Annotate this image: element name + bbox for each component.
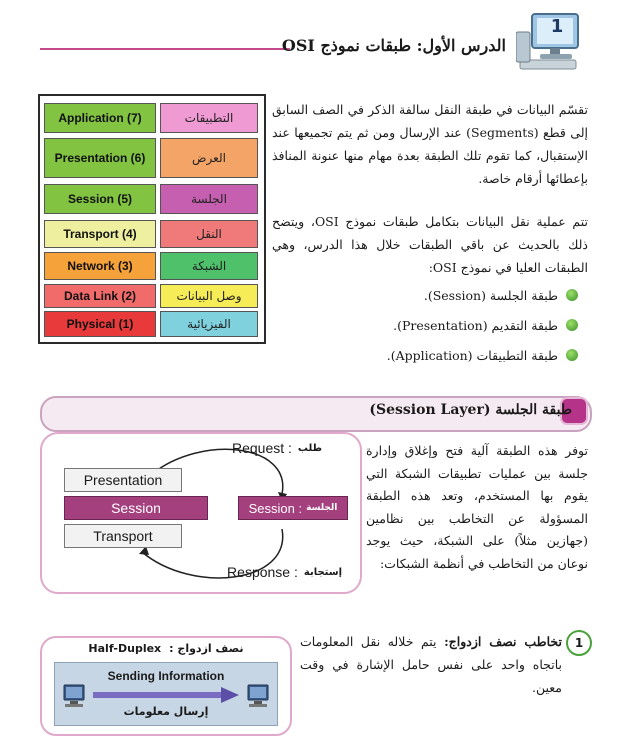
response-label: إستجابة Response :	[192, 564, 342, 580]
bullet-icon	[566, 349, 578, 361]
osi-en-label: Presentation (6)	[44, 138, 156, 178]
osi-row-datalink: Data Link (2) وصل البيانات	[44, 284, 258, 308]
sending-info-ar: إرسال معلومات	[123, 705, 209, 718]
bullet-icon	[566, 289, 578, 301]
osi-en-label: Physical (1)	[44, 311, 156, 337]
response-en: Response :	[227, 564, 298, 580]
lesson-number: 1	[550, 16, 564, 37]
request-label: طلب Request :	[172, 440, 322, 456]
half-duplex-number-badge: 1	[566, 630, 592, 656]
receiver-computer-icon	[245, 683, 271, 713]
osi-en-label: Application (7)	[44, 103, 156, 133]
half-duplex-heading: تخاطب نصف ازدواج:	[444, 634, 562, 649]
half-duplex-title: نصف ازدواج : Half-Duplex	[42, 642, 290, 655]
diagram-box-transport: Transport	[64, 524, 182, 548]
bullet-text: طبقة الجلسة (Session).	[423, 287, 558, 303]
diagram-arrows	[139, 448, 287, 579]
osi-en-label: Network (3)	[44, 252, 156, 280]
osi-ar-label: التطبيقات	[160, 103, 258, 133]
lesson-header: الدرس الأول: طبقات نموذج OSI 1	[0, 0, 628, 80]
osi-row-physical: Physical (1) الفيزيائية	[44, 311, 258, 337]
bullet-item: طبقة الجلسة (Session).	[272, 282, 578, 308]
half-duplex-title-ar: نصف ازدواج :	[169, 642, 244, 655]
diagram-box-presentation: Presentation	[64, 468, 182, 492]
session-paragraph: توفر هذه الطبقة آلية فتح وإغلاق وإدارة ج…	[366, 443, 588, 571]
session-remote-ar: الجلسة	[306, 503, 338, 513]
osi-ar-label: النقل	[160, 220, 258, 248]
request-en: Request :	[231, 440, 292, 456]
arrow-right-icon	[93, 687, 239, 707]
sending-panel: Sending Information إرسال معلومات	[54, 662, 278, 726]
section-banner	[40, 396, 592, 432]
osi-ar-label: الفيزيائية	[160, 311, 258, 337]
layers-bullet-list: طبقة الجلسة (Session). طبقة التقديم (Pre…	[272, 282, 578, 368]
response-ar: إستجابة	[303, 566, 342, 578]
section-bullet-icon	[560, 397, 588, 425]
sending-info-en: Sending Information	[107, 669, 225, 683]
half-duplex-body: يتم خلاله نقل المعلومات باتجاه واحد على …	[300, 634, 562, 695]
osi-row-application: Application (7) التطبيقات	[44, 103, 258, 133]
half-duplex-diagram: نصف ازدواج : Half-Duplex Sending Informa…	[40, 636, 292, 736]
osi-ar-label: وصل البيانات	[160, 284, 258, 308]
half-duplex-title-en: Half-Duplex	[88, 642, 162, 655]
diagram-box-session-remote: الجلسة Session :	[238, 496, 348, 520]
osi-row-presentation: Presentation (6) العرض	[44, 138, 258, 178]
session-remote-en: Session :	[248, 500, 303, 516]
session-diagram: طلب Request : Presentation Session Trans…	[40, 432, 362, 594]
lesson-title: الدرس الأول: طبقات نموذج OSI	[281, 36, 506, 55]
osi-en-label: Data Link (2)	[44, 284, 156, 308]
header-rule	[40, 48, 290, 50]
half-duplex-number: 1	[574, 636, 584, 650]
computer-icon: 1	[515, 8, 588, 72]
half-duplex-text: تخاطب نصف ازدواج: يتم خلاله نقل المعلوما…	[300, 630, 562, 699]
diagram-box-session: Session	[64, 496, 208, 520]
bullet-text: طبقة التقديم (Presentation).	[393, 317, 558, 333]
osi-en-label: Transport (4)	[44, 220, 156, 248]
osi-row-session: Session (5) الجلسة	[44, 184, 258, 214]
request-ar: طلب	[297, 442, 322, 454]
section-title: طبقة الجلسة (Session Layer)	[369, 402, 572, 418]
intro-paragraph-2: تتم عملية نقل البيانات بتكامل طبقات نموذ…	[272, 214, 588, 275]
bullet-icon	[566, 319, 578, 331]
intro-paragraph-1: تقسّم البيانات في طبقة النقل سالفة الذكر…	[272, 102, 588, 186]
osi-row-network: Network (3) الشبكة	[44, 252, 258, 280]
osi-row-transport: Transport (4) النقل	[44, 220, 258, 248]
bullet-text: طبقة التطبيقات (Application).	[386, 347, 558, 363]
osi-en-label: Session (5)	[44, 184, 156, 214]
osi-ar-label: الشبكة	[160, 252, 258, 280]
bullet-item: طبقة التطبيقات (Application).	[272, 342, 578, 368]
bullet-item: طبقة التقديم (Presentation).	[272, 312, 578, 338]
sender-computer-icon	[61, 683, 87, 713]
osi-ar-label: الجلسة	[160, 184, 258, 214]
osi-ar-label: العرض	[160, 138, 258, 178]
osi-layers-table: Application (7) التطبيقات Presentation (…	[38, 94, 266, 344]
